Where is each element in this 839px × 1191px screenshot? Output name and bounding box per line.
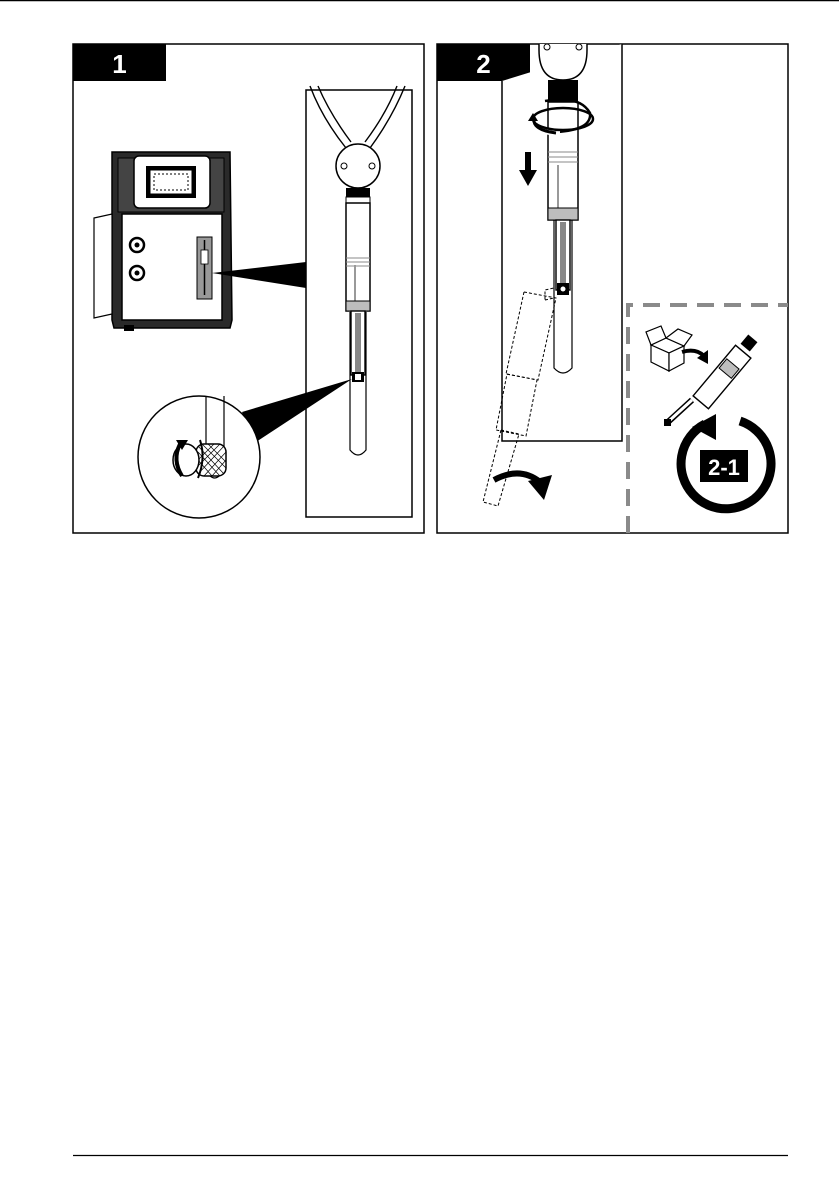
tilt-arrow-icon: [494, 473, 552, 500]
zoom-detail-circle: [138, 396, 260, 518]
step-2-panel: 2: [437, 44, 788, 533]
unpack-arrow-icon: [682, 350, 708, 364]
step-1-number: 1: [112, 49, 126, 79]
repeat-step-icon: 2-1: [681, 414, 771, 509]
step-1-panel: 1: [73, 44, 424, 533]
package-box-icon: [646, 326, 692, 371]
step-2-number: 2: [476, 49, 490, 79]
step-2-1-label: 2-1: [708, 455, 740, 480]
analyzer-enclosure-illustration: [94, 152, 232, 331]
